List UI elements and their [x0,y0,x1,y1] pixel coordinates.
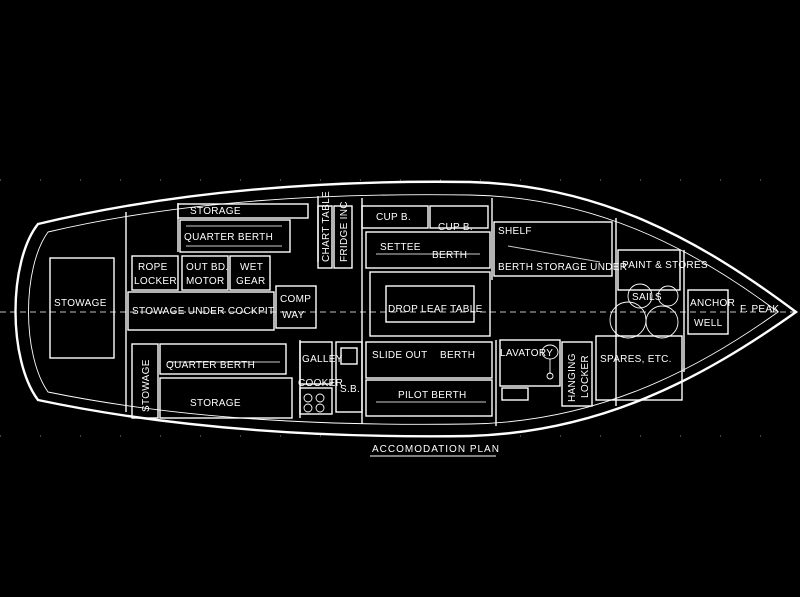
label-comp: COMP [280,294,311,305]
label-locker: LOCKER [134,276,177,287]
hull-inner-outline [28,194,779,425]
hull-outline [14,180,799,438]
label-motor: MOTOR [186,276,225,287]
label-drop-leaf-table: DROP LEAF TABLE [388,304,483,315]
label-berth-storage-under: BERTH STORAGE UNDER [498,262,627,273]
label-outbd: OUT BD. [186,262,228,273]
label-rope: ROPE [138,262,168,273]
label-gear: GEAR [236,276,266,287]
toilet-fixture [541,344,559,380]
cooker-burners [303,393,325,413]
label-cup-b-1: CUP B. [376,212,411,223]
label-wet: WET [240,262,263,273]
label-slide-out: SLIDE OUT [372,350,428,361]
label-cup-b-2: CUP B. [438,222,473,233]
label-f-peak: F. PEAK [740,304,779,315]
label-well: WELL [694,318,723,329]
label-stowage-aft: STOWAGE [54,298,107,309]
room-labels: STORAGE QUARTER BERTH CHART TABLE FRIDGE… [54,191,779,412]
plan-title: ACCOMODATION PLAN [372,444,500,455]
compartments [49,203,729,419]
label-berth-slide: BERTH [440,350,475,361]
label-chart-table: CHART TABLE [321,191,332,262]
label-way: WAY [282,310,305,321]
label-fridge: FRIDGE INC [339,201,350,262]
label-lavatory: LAVATORY [500,348,553,359]
label-shelf: SHELF [498,226,532,237]
label-storage-bottom: STORAGE [190,398,241,409]
label-quarter-berth-top: QUARTER BERTH [184,232,273,243]
label-spares: SPARES, ETC. [600,354,672,365]
label-pilot-berth: PILOT BERTH [398,390,467,401]
label-berth-settee: BERTH [432,250,467,261]
label-stowage-side: STOWAGE [141,359,152,412]
label-stowage-under-cockpit: STOWAGE UNDER COCKPIT [132,306,274,317]
label-cooker: COOKER [298,378,343,389]
sails-bags [609,283,679,339]
label-sb: S.B. [340,384,360,395]
label-locker-hanging: LOCKER [580,355,591,398]
label-paint-stores: PAINT & STORES [622,260,708,271]
label-settee: SETTEE [380,242,421,253]
berth-hatching [168,225,601,403]
label-hanging: HANGING [567,353,578,402]
label-quarter-berth-bottom: QUARTER BERTH [166,360,255,371]
label-sails: SAILS [632,292,662,303]
label-galley: GALLEY [302,354,343,365]
label-anchor: ANCHOR [690,298,735,309]
label-storage-top: STORAGE [190,206,241,217]
